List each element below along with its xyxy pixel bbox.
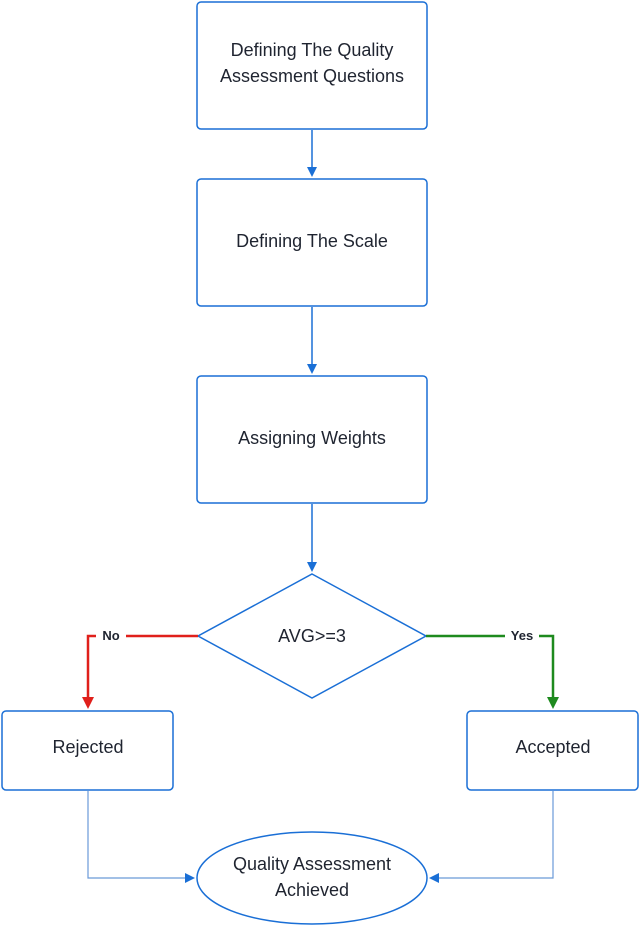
node-accepted-label: Accepted [515,737,590,757]
arrow-accepted-to-achieved [429,791,554,883]
arrow-rejected-to-achieved [87,791,195,883]
node-assign-weights: Assigning Weights [196,375,428,504]
node-achieved-line1: Quality Assessment [233,854,391,874]
arrow-yes-branch [426,634,559,709]
node-achieved-line2: Achieved [275,880,349,900]
node-decision-label: AVG>=3 [278,626,346,646]
yes-label: Yes [511,628,533,643]
node-define-questions-line1: Defining The Quality [231,40,394,60]
yes-label-background [505,626,539,644]
node-define-questions: Defining The Quality Assessment Question… [196,1,428,130]
node-rejected: Rejected [1,710,174,791]
node-achieved: Quality Assessment Achieved [196,831,428,925]
no-label: No [102,628,119,643]
arrow-no-branch [82,634,198,709]
node-decision: AVG>=3 [196,573,428,699]
node-define-scale-label: Defining The Scale [236,231,388,251]
node-rejected-label: Rejected [52,737,123,757]
no-label-background [96,626,126,644]
node-define-scale: Defining The Scale [196,178,428,307]
node-accepted: Accepted [466,710,639,791]
node-assign-weights-label: Assigning Weights [238,428,386,448]
node-define-questions-line2: Assessment Questions [220,66,404,86]
